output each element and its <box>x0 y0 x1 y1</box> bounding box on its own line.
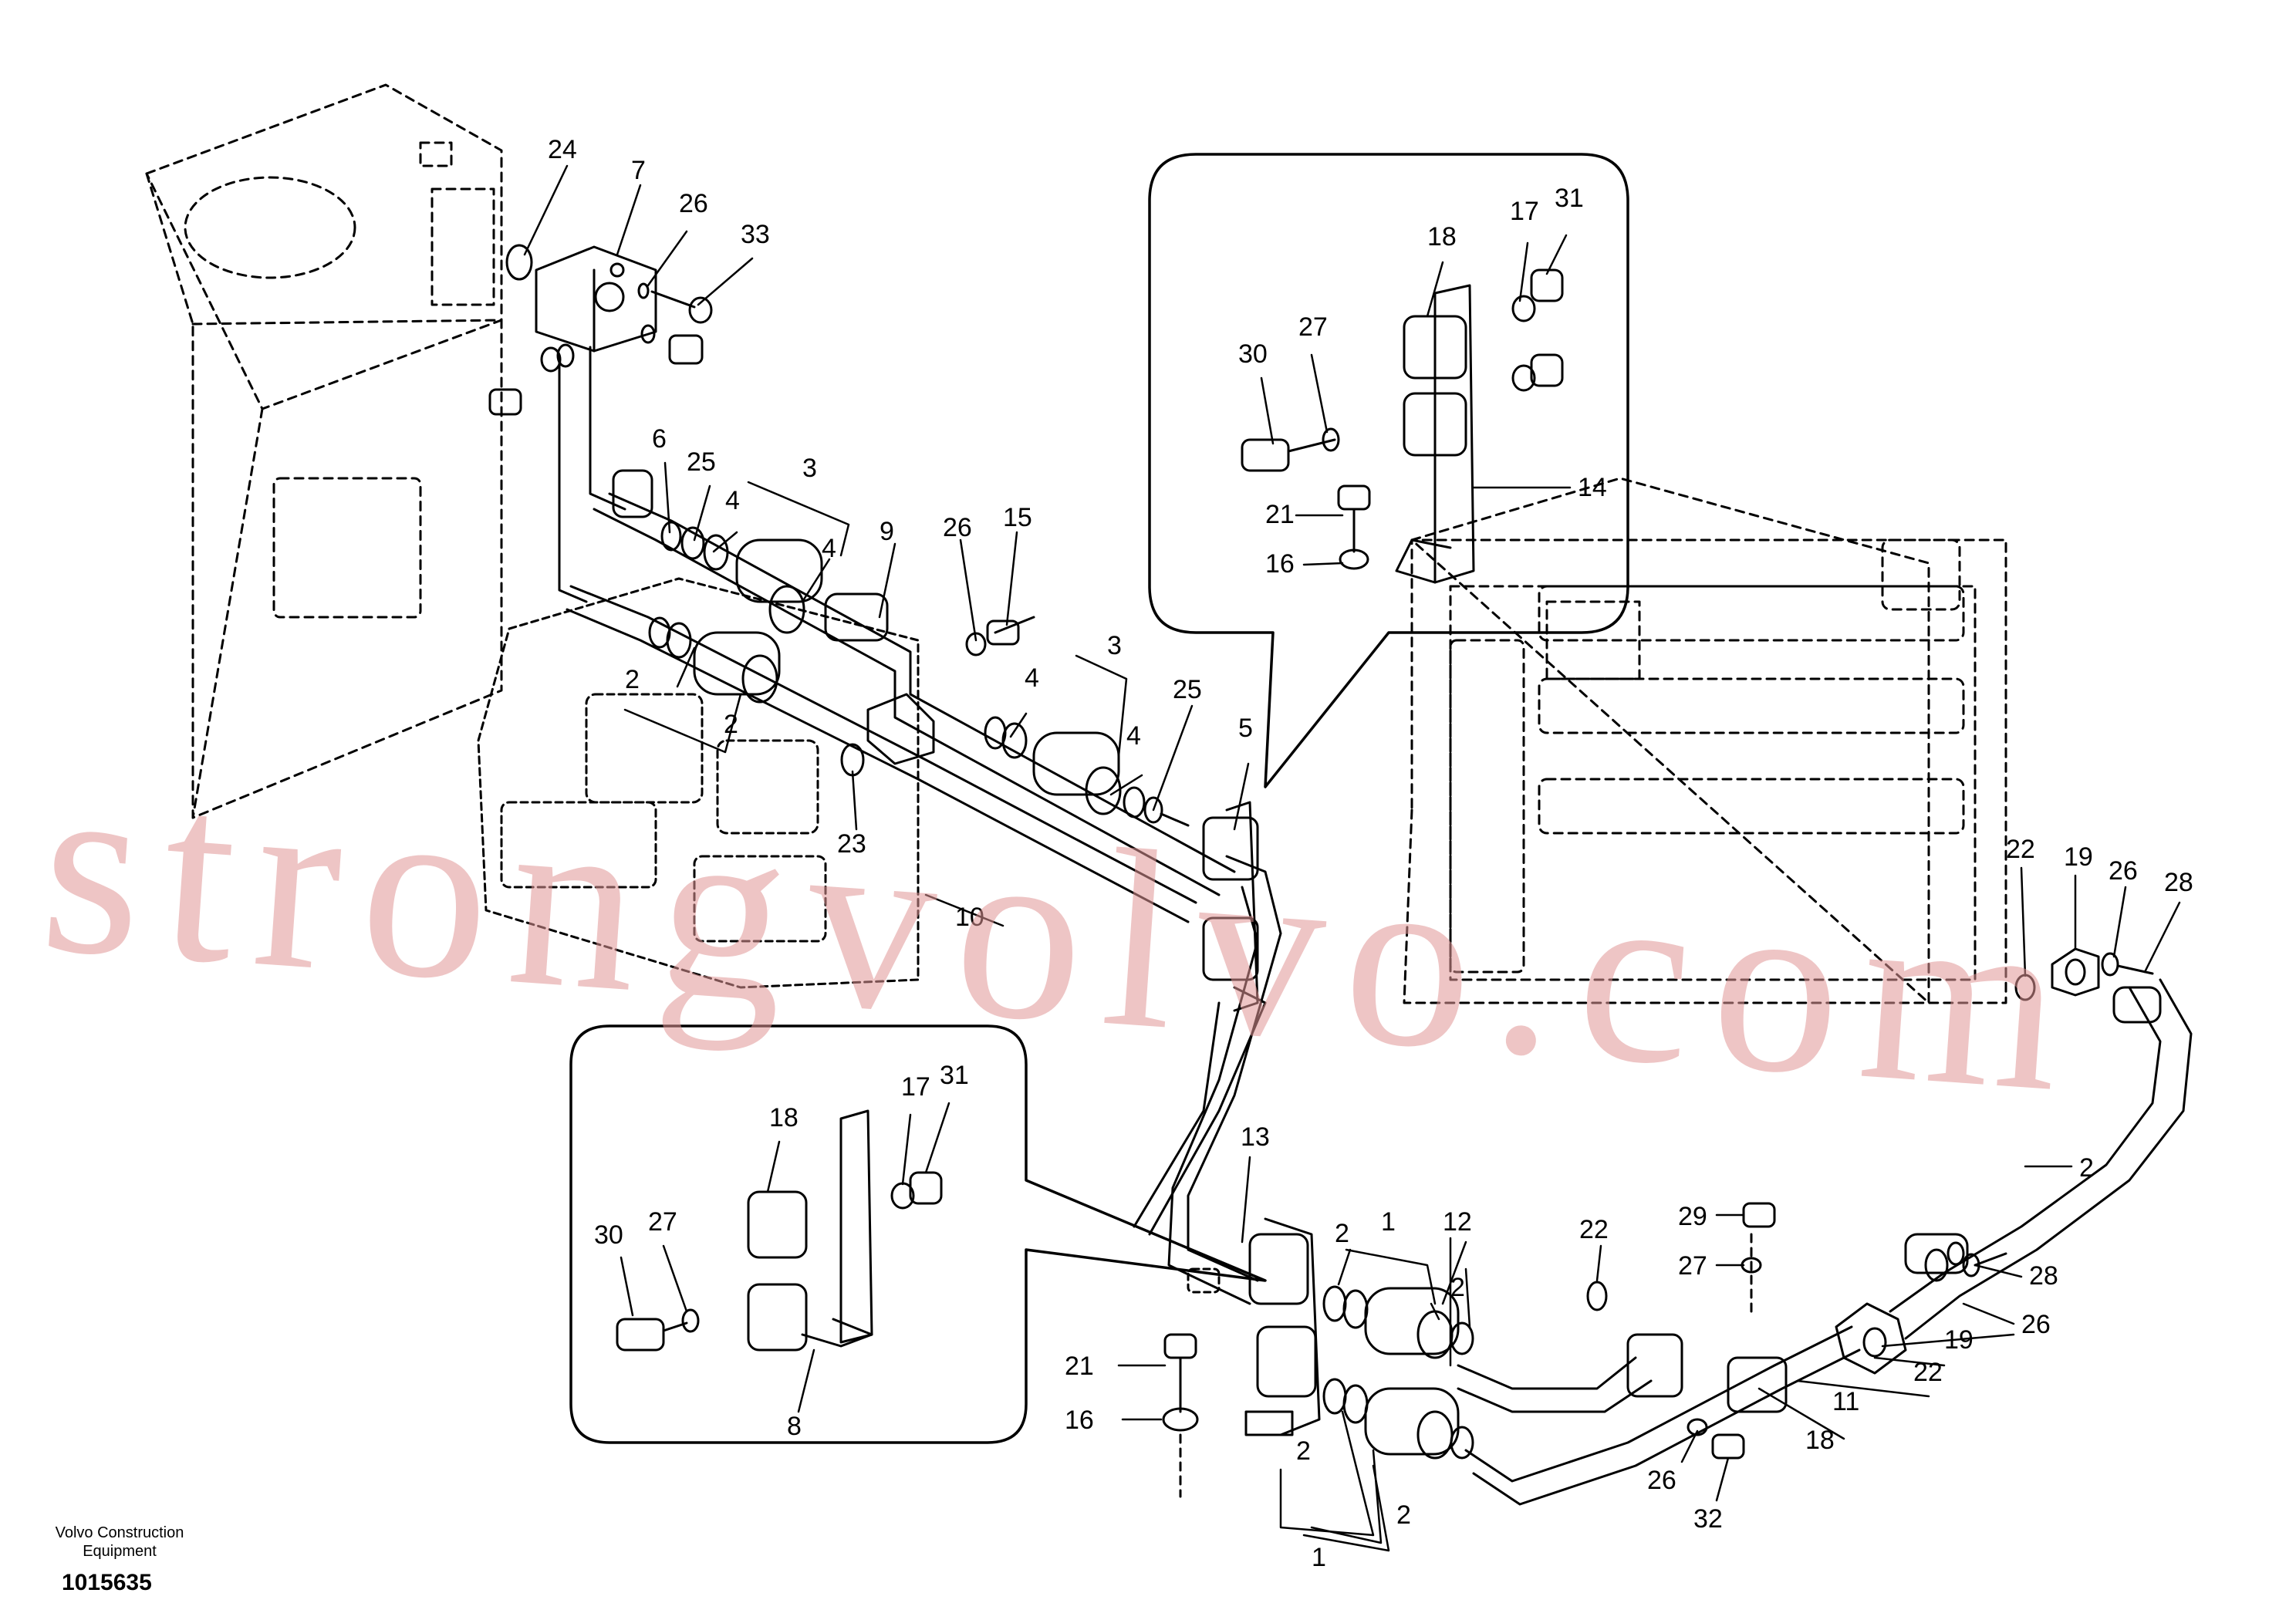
clamp-bracket-upper <box>1202 801 1259 1012</box>
brand-label: Volvo Construction Equipment <box>55 1524 184 1560</box>
callout-3b: 3 <box>1107 631 1122 660</box>
callout-27-upper: 27 <box>1298 312 1328 342</box>
hydraulic-tank <box>145 83 503 819</box>
callout-15: 15 <box>1003 503 1032 532</box>
callout-26d: 26 <box>2021 1310 2051 1339</box>
callout-26e: 26 <box>1647 1466 1676 1495</box>
callout-8: 8 <box>787 1412 802 1441</box>
callout-22a: 22 <box>1579 1215 1609 1244</box>
callout-30-lower: 30 <box>594 1220 623 1250</box>
callout-28a: 28 <box>2164 868 2193 897</box>
flange-19-lower <box>1835 978 2193 1375</box>
callout-3a: 3 <box>802 454 817 483</box>
callout-19a: 19 <box>2064 842 2093 872</box>
callout-4a: 4 <box>725 486 740 515</box>
inset-upper <box>1148 153 1629 788</box>
callout-21-lower: 21 <box>1065 1352 1094 1381</box>
callout-1-lower: 1 <box>1312 1543 1326 1572</box>
radiator-cooler <box>1403 477 2007 1004</box>
callout-numbers: 24 7 26 33 6 25 4 3 4 9 26 15 2 2 3 4 4 … <box>548 135 2193 1572</box>
callout-1-upper: 1 <box>1381 1207 1396 1237</box>
callout-2c: 2 <box>1335 1219 1349 1248</box>
clamp-fittings-upper <box>612 469 889 704</box>
callout-4d: 4 <box>1126 721 1141 751</box>
callout-32: 32 <box>1693 1504 1723 1534</box>
callout-10: 10 <box>955 903 984 932</box>
callout-6: 6 <box>652 424 667 454</box>
callout-18-lower: 18 <box>769 1103 799 1132</box>
callout-7: 7 <box>631 156 646 185</box>
callout-28b: 28 <box>2029 1261 2058 1291</box>
callout-22c: 22 <box>1913 1358 1943 1387</box>
callout-31-upper: 31 <box>1555 184 1584 213</box>
callout-22b: 22 <box>2006 835 2035 864</box>
hoses-1-2-lower <box>1322 1285 1474 1460</box>
callout-29: 29 <box>1678 1202 1707 1231</box>
callout-17-lower: 17 <box>901 1072 930 1102</box>
pipe-13 <box>1133 855 1282 1305</box>
callout-31-lower: 31 <box>940 1061 969 1090</box>
callout-23: 23 <box>837 829 866 859</box>
callout-27: 27 <box>1678 1251 1707 1281</box>
callout-25b: 25 <box>1173 675 1202 704</box>
callout-21-upper: 21 <box>1265 500 1295 529</box>
callout-9: 9 <box>880 517 894 546</box>
callout-2f: 2 <box>1296 1436 1311 1466</box>
callout-2a: 2 <box>625 665 640 694</box>
callout-4b: 4 <box>822 534 836 563</box>
flange-19-upper <box>2014 947 2162 1024</box>
callout-33: 33 <box>741 220 770 249</box>
callout-27-lower: 27 <box>648 1207 677 1237</box>
callout-11: 11 <box>1832 1387 1859 1416</box>
callout-18: 18 <box>1805 1426 1835 1455</box>
leader-lines <box>523 164 2181 1552</box>
callout-26c: 26 <box>2109 856 2138 886</box>
callout-17-upper: 17 <box>1510 197 1539 226</box>
callout-18-upper: 18 <box>1427 222 1457 251</box>
callout-2b: 2 <box>724 710 738 739</box>
callout-16-upper: 16 <box>1265 549 1295 579</box>
callout-19b: 19 <box>1944 1325 1974 1355</box>
callout-16-lower: 16 <box>1065 1406 1094 1435</box>
block-7 <box>535 245 657 353</box>
callout-26: 26 <box>679 189 708 218</box>
callout-25: 25 <box>687 447 716 477</box>
callout-26b: 26 <box>943 513 972 542</box>
callout-5: 5 <box>1238 714 1253 743</box>
callout-30-upper: 30 <box>1238 339 1268 369</box>
callout-2g: 2 <box>1396 1500 1411 1530</box>
control-valve <box>477 577 920 989</box>
callout-13: 13 <box>1241 1122 1270 1152</box>
callout-12: 12 <box>1443 1207 1472 1237</box>
callout-2d: 2 <box>1450 1273 1465 1302</box>
clamp-bracket-lower <box>1244 1217 1321 1436</box>
callout-4c: 4 <box>1025 663 1039 693</box>
clamp-fittings-mid <box>984 716 1190 827</box>
callout-24: 24 <box>548 135 577 164</box>
callout-14: 14 <box>1578 473 1607 502</box>
document-number: 1015635 <box>62 1570 152 1595</box>
callout-2e: 2 <box>2079 1153 2094 1183</box>
pipe-12-11 <box>1457 1281 1861 1506</box>
